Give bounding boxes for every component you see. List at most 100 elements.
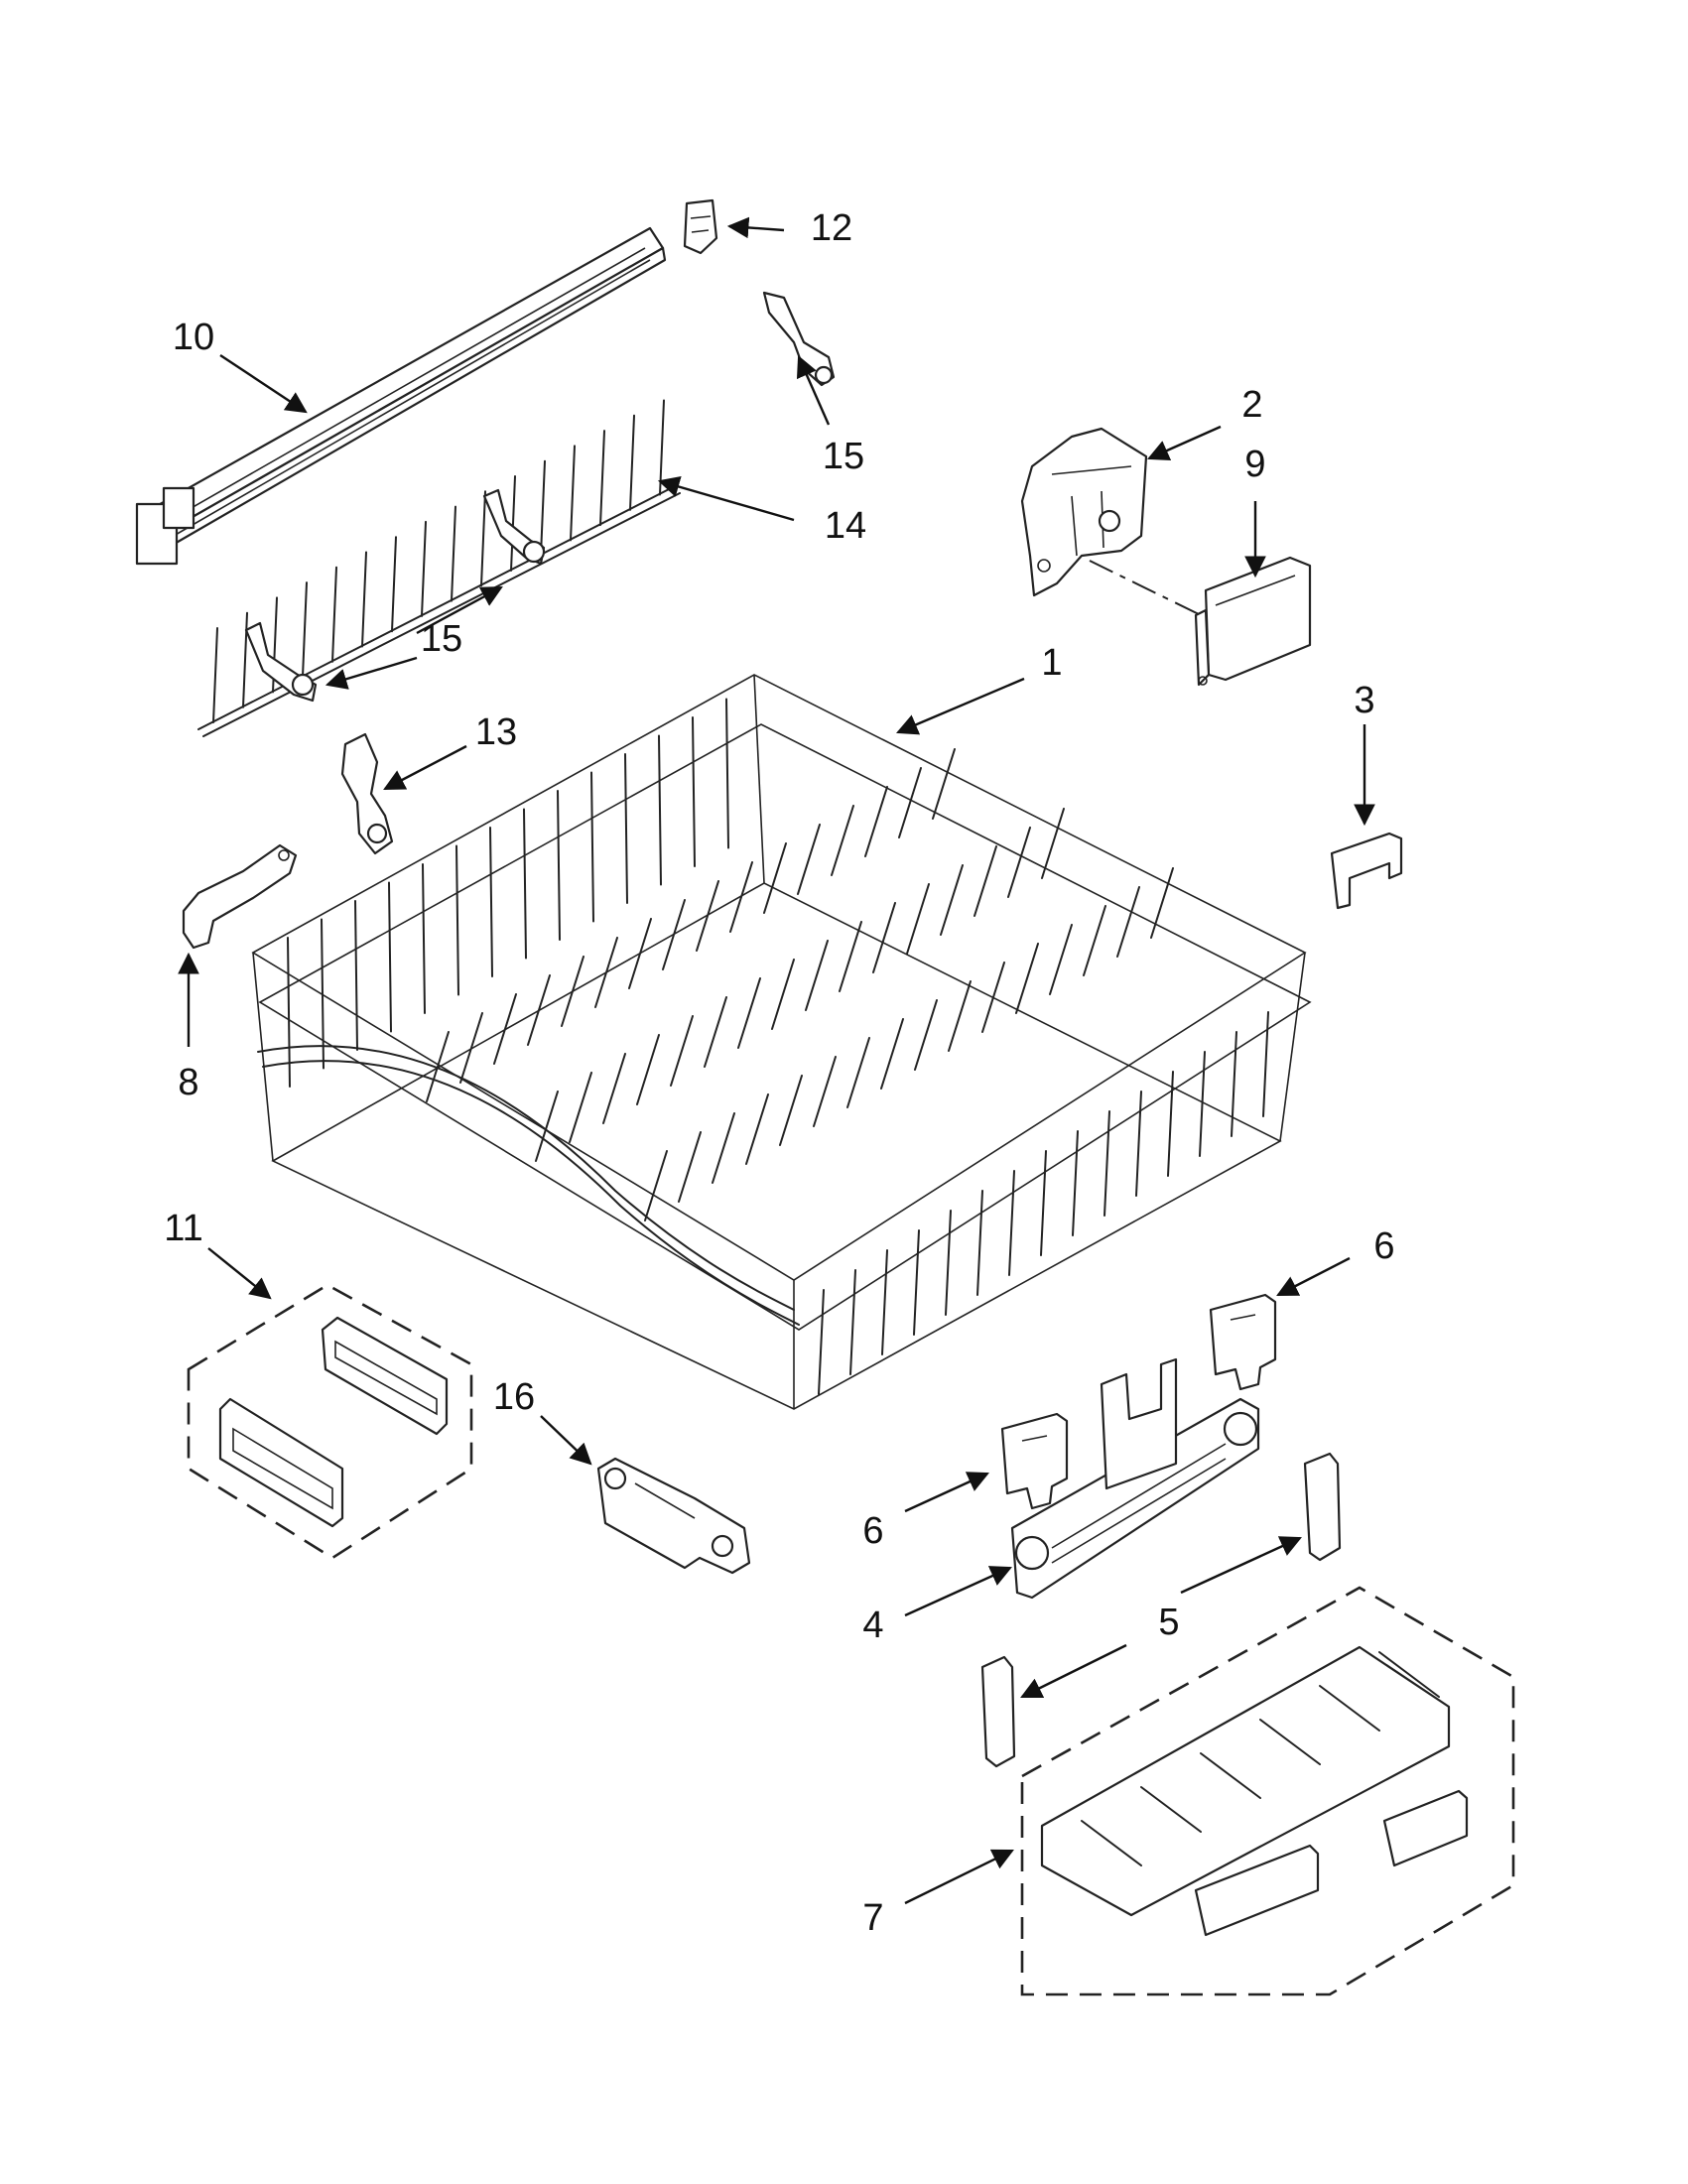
rack-fold-tine [763, 842, 787, 914]
rack-tine-wire [913, 1229, 920, 1336]
leader-6-left [904, 1472, 989, 1513]
rack-fold-tine [779, 1075, 803, 1146]
tine-wire [302, 581, 308, 679]
part-12-clip [683, 198, 718, 255]
tine-wire [361, 551, 367, 648]
rack-tine-wire [692, 716, 696, 867]
part-5-tab-left [980, 1655, 1016, 1768]
rack-fold-tine [1041, 808, 1065, 879]
leader-10 [219, 353, 308, 414]
callout-6-right: 6 [1373, 1225, 1394, 1267]
rack-tine-wire [455, 844, 459, 996]
rack-tine-wire [1072, 1130, 1079, 1236]
rack-fold-tine [797, 824, 821, 895]
rack-fold-tine [898, 767, 922, 838]
rack-fold-tine [644, 1150, 668, 1221]
rack-fold-tine [535, 1091, 559, 1162]
leader-1 [896, 677, 1025, 735]
leader-5-left [1020, 1643, 1127, 1699]
rack-tine-wire [354, 900, 358, 1051]
rack-tine-wire [321, 918, 325, 1070]
part-3-clip [1330, 832, 1403, 910]
tray-rib [1081, 1820, 1142, 1866]
rack-fold-tine [459, 1012, 483, 1084]
rack-fold-tine [678, 1131, 702, 1203]
rack-tine-wire [489, 827, 493, 977]
rack-tine-wire [624, 753, 628, 904]
rack-fold-tine [1007, 827, 1031, 898]
rack-tine-wire [725, 698, 729, 849]
callout-labels: 12 10 15 14 2 9 15 1 13 3 8 11 6 16 6 4 … [164, 207, 1394, 1939]
rack-tine-wire [1262, 1011, 1269, 1117]
leader-15-top [796, 355, 831, 426]
rack-fold-tine [864, 786, 888, 857]
rack-tine-wire [1040, 1150, 1047, 1256]
rack-fold-tine [426, 1031, 450, 1102]
rack-fold-tine [831, 805, 854, 876]
callout-8: 8 [178, 1062, 198, 1103]
part-8-lever [182, 843, 298, 950]
callout-10: 10 [173, 317, 214, 358]
callout-7: 7 [862, 1897, 883, 1939]
callout-2: 2 [1241, 384, 1262, 426]
rack-fold-tine [1116, 886, 1140, 958]
rack-fold-tine [805, 940, 829, 1011]
rack-fold-tine [906, 883, 930, 955]
callout-5: 5 [1158, 1602, 1179, 1643]
part-15-top-clip [762, 291, 836, 387]
rack-fold-tine [948, 980, 972, 1052]
callout-14: 14 [825, 505, 866, 547]
tine-wire [629, 414, 635, 511]
part-11-handle-group [187, 1283, 473, 1560]
rack-fold-tine [1049, 924, 1073, 995]
callout-16: 16 [493, 1376, 535, 1418]
leader-13 [383, 744, 467, 791]
leader-2 [1147, 425, 1222, 460]
callout-15-top: 15 [823, 436, 864, 477]
rack-fold-tine [662, 899, 686, 970]
callout-6-left: 6 [862, 1510, 883, 1552]
leader-12 [726, 216, 785, 239]
rack-fold-tine [636, 1034, 660, 1105]
rack-tine-wire [881, 1249, 888, 1355]
rack-tine-wire [422, 863, 426, 1014]
rack-fold-tine [872, 902, 896, 973]
rack-fold-tine [602, 1053, 626, 1124]
rack-fold-tine [670, 1015, 694, 1087]
leader-4 [904, 1566, 1012, 1617]
part-7-tray-group [1020, 1586, 1515, 1996]
rack-fold-tine [846, 1037, 870, 1108]
callout-15-mid: 15 [421, 618, 462, 660]
rack-fold-tine [696, 880, 719, 952]
callout-1: 1 [1041, 642, 1062, 684]
tine-wire [599, 430, 605, 527]
rack-tine-wire [1231, 1031, 1237, 1137]
part-6-left-clip [1000, 1412, 1069, 1510]
leader-15-mid [416, 585, 503, 635]
rack-fold-tine [981, 962, 1005, 1033]
rack-fold-tine [628, 918, 652, 989]
leader-5-right [1180, 1536, 1302, 1595]
leader-16 [540, 1415, 592, 1466]
callout-4: 4 [862, 1605, 883, 1646]
rack-tine-wire [1008, 1170, 1015, 1276]
rack-fold-tine [527, 974, 551, 1046]
rack-fold-tine [914, 999, 938, 1071]
part-10-rack-rail [135, 226, 667, 566]
leader-15-mid-2 [325, 656, 418, 690]
callout-9: 9 [1244, 444, 1265, 485]
rack-fold-tine [839, 921, 862, 992]
rack-fold-tine [569, 1072, 592, 1143]
tine-wire [242, 611, 248, 708]
tine-wire [391, 536, 397, 633]
tray-rib [1140, 1786, 1202, 1833]
rack-fold-tine [561, 956, 584, 1027]
part-9-plate [1194, 556, 1312, 687]
rack-tine-wire [1104, 1110, 1110, 1217]
rack-fold-tine [880, 1018, 904, 1090]
part-4-adjuster [1010, 1357, 1260, 1600]
rack-tine-wire [1199, 1051, 1206, 1157]
rack-fold-tine [493, 993, 517, 1065]
part-5-tab-right [1303, 1452, 1342, 1562]
leader-lines [178, 216, 1375, 1905]
